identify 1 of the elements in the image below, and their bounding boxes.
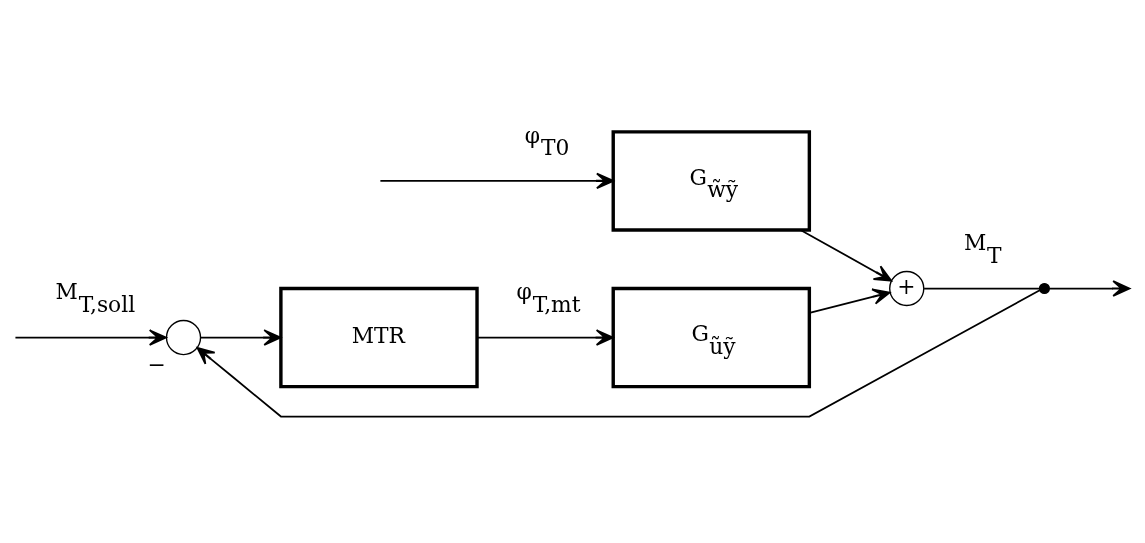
node-label: − <box>147 352 166 378</box>
